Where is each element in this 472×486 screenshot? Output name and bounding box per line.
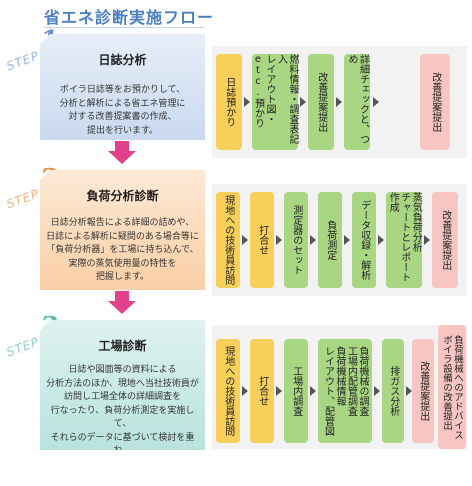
flow-arrow-icon: [310, 235, 316, 245]
step3-flow-item: 工場内調査: [284, 339, 308, 443]
flow-arrow-icon: [378, 235, 384, 245]
step2-description: 日誌分析報告による詳細の詰めや、 日誌による解析に疑問のある場合等に 「負荷分析…: [46, 218, 199, 282]
step2-to-step3-arrow: [108, 301, 136, 314]
flow-arrow-icon: [406, 386, 412, 396]
step3-flow-item: 排ガス分析: [382, 339, 404, 443]
step3-flow-item: 負荷機械へのアドバイス ボイラ設備の改善提出: [438, 325, 466, 449]
step1-flow-item: 改善提案提出: [420, 54, 450, 150]
step1-flow-item: 日誌預かり: [216, 54, 242, 150]
step2-flow-item: 負荷測定: [318, 192, 342, 288]
step1-flow-item: 燃料情報・調査表記入 レイアウト図・etc.預かり: [252, 54, 298, 150]
step3-flow-item: 負荷機械の調査 工場内配管調査 負荷機械情報 レイアウト、配管図: [318, 339, 372, 443]
flow-arrow-icon: [374, 386, 380, 396]
flow-arrow-icon: [242, 235, 248, 245]
step1-to-step2-arrow: [108, 151, 136, 164]
step1-flow: 日誌預かり 燃料情報・調査表記入 レイアウト図・etc.預かり 改善提案提出 詳…: [212, 46, 467, 158]
flow-arrow-icon: [424, 235, 430, 245]
flow-arrow-icon: [373, 97, 379, 107]
step1-flow-item: 改善提案提出: [308, 54, 334, 150]
page-title: 省エネ診断実施フロー: [44, 8, 215, 27]
flow-arrow-icon: [300, 97, 306, 107]
step2-flow-item: 測定器のセット: [284, 192, 308, 288]
step3-flow: 現地への技術員訪問 打合せ 工場内調査 負荷機械の調査 工場内配管調査 負荷機械…: [212, 325, 467, 449]
step2-to-step3-arrow-stem: [115, 291, 129, 301]
step2-flow-item: 打合せ: [250, 192, 274, 288]
step2-panel: 負荷分析診断 日誌分析報告による詳細の詰めや、 日誌による解析に疑問のある場合等…: [40, 170, 205, 290]
step3-flow-item: 改善提案提出: [412, 339, 434, 443]
step3-flow-item: 現地への技術員訪問: [216, 339, 240, 443]
step3-description: 日誌や図面等の資料による 分析方法のほか、現地へ当社技術員が 訪問し工場全体の詳…: [46, 365, 199, 483]
step2-flow-item: データ収録・解析: [352, 192, 376, 288]
step2-label: STEP: [4, 186, 42, 212]
step3-heading: 工場診断: [98, 339, 147, 353]
step3-panel: 工場診断 日誌や図面等の資料による 分析方法のほか、現地へ当社技術員が 訪問し工…: [40, 320, 205, 450]
step3-flow-item: 打合せ: [250, 339, 274, 443]
flow-arrow-icon: [336, 97, 342, 107]
step2-heading: 負荷分析診断: [86, 189, 159, 203]
step1-to-step2-arrow-stem: [115, 141, 129, 151]
step3-label: STEP: [4, 334, 42, 360]
title-divider: [44, 27, 204, 28]
step1-heading: 日誌分析: [98, 53, 147, 67]
step1-label: STEP: [4, 48, 42, 74]
step1-panel: 日誌分析 ボイラ日誌等をお預かりして、 分析と解析による省エネ管理に 対する改善…: [40, 34, 205, 140]
flow-arrow-icon: [276, 235, 282, 245]
flow-arrow-icon: [310, 386, 316, 396]
flow-arrow-icon: [344, 235, 350, 245]
step1-flow-item: 詳細チェックと、つめ: [344, 54, 370, 150]
flow-arrow-icon: [242, 386, 248, 396]
step2-flow: 現地への技術員訪問 打合せ 測定器のセット 負荷測定 データ収録・解析 蒸気負荷…: [212, 184, 467, 296]
step2-flow-item: 蒸気負荷分析 チャートとレポート作成: [386, 192, 422, 288]
step2-flow-item: 現地への技術員訪問: [216, 192, 240, 288]
step1-description: ボイラ日誌等をお預かりして、 分析と解析による省エネ管理に 対する改善提案書の作…: [59, 85, 186, 136]
flow-arrow-icon: [244, 97, 250, 107]
step2-flow-item: 改善提案提出: [432, 192, 458, 288]
flow-arrow-icon: [276, 386, 282, 396]
